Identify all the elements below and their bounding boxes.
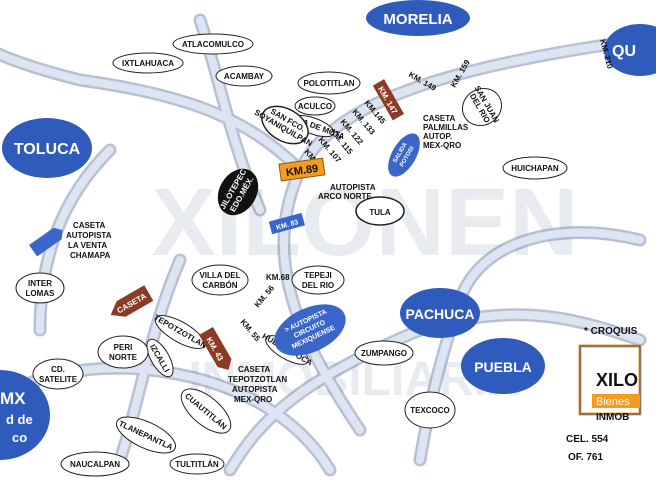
chamapa-marker <box>29 227 63 257</box>
town-acambay: ACAMBAY <box>215 65 273 87</box>
town-satelite-line2: SATELITE <box>39 375 78 384</box>
palmillas-line1: CASETA <box>423 114 456 123</box>
town-aculco-label: ACULCO <box>298 102 332 111</box>
town-peri-norte: PERI NORTE <box>97 335 149 369</box>
caseta-arrow: CASETA <box>110 285 154 317</box>
town-peri-line2: NORTE <box>109 353 138 362</box>
city-queretaro: QU <box>604 24 656 76</box>
km-56: KM. 56 <box>253 283 277 309</box>
city-puebla-label: PUEBLA <box>474 359 532 375</box>
palmillas-line4: MEX-QRO <box>423 141 461 150</box>
palmillas-line3: AUTOP. <box>423 132 452 141</box>
contact-card-graphic: * CROQUIS XILO Bienes INMOB CEL. 554 OF.… <box>566 326 642 463</box>
town-naucalpan-label: NAUCALPAN <box>70 460 120 469</box>
town-tepeji: TEPEJI DEL RIO <box>291 265 345 295</box>
town-peri-line1: PERI <box>114 343 133 352</box>
tepotz-line2: TEPOTZOTLAN <box>228 375 287 384</box>
town-satelite-line1: CD. <box>51 365 65 374</box>
town-tlanepantla: TLANEPANTLA <box>115 416 177 454</box>
town-texcoco-label: TEXCOCO <box>410 406 450 415</box>
exit-potosi: SALIDA POTOSI <box>388 133 420 177</box>
km-55: KM. 55 <box>238 318 262 344</box>
city-morelia: MORELIA <box>366 0 470 36</box>
town-villa-line1: VILLA DEL <box>199 271 240 280</box>
town-atlacomulco-label: ATLACOMULCO <box>182 40 244 49</box>
city-cdmx-line1: MX <box>0 389 26 408</box>
city-toluca: TOLUCA <box>2 118 92 178</box>
note-arco-norte: AUTOPISTA ARCO NORTE <box>318 183 376 201</box>
city-toluca-label: TOLUCA <box>14 141 81 158</box>
town-zumpango: ZUMPANGO <box>354 340 414 366</box>
circuito-mexiquense: > AUTOPISTA CIRCUITO MEXIQUENSE <box>274 304 346 356</box>
town-tula-label: TULA <box>369 208 391 217</box>
city-pachuca-label: PACHUCA <box>406 306 475 322</box>
km-89: KM.89 <box>285 163 319 179</box>
town-tepeji-line1: TEPEJI <box>304 271 332 280</box>
note-chamapa: CASETA AUTOPISTA LA VENTA CHAMAPA <box>66 221 112 260</box>
chamapa-line1: CASETA <box>73 221 106 230</box>
card-of: OF. 761 <box>568 452 603 463</box>
tepotz-line3: AUTOPISTA <box>232 385 278 394</box>
town-huichapan: HUICHAPAN <box>502 156 568 180</box>
tepotz-line1: CASETA <box>238 365 271 374</box>
city-queretaro-label: QU <box>612 43 636 60</box>
city-puebla: PUEBLA <box>461 338 545 394</box>
logo-bienes: Bienes <box>596 396 630 408</box>
town-inter-line1: INTER <box>28 279 52 288</box>
town-tultitlan: TULTITLÁN <box>169 453 225 475</box>
town-inter-line2: LOMAS <box>26 289 56 298</box>
city-cdmx-line3: co <box>12 430 27 445</box>
city-morelia-label: MORELIA <box>383 11 452 28</box>
chamapa-line3: LA VENTA <box>68 241 107 250</box>
town-inter-lomas: INTER LOMAS <box>15 272 65 304</box>
town-ixtlahuaca-label: IXTLAHUACA <box>122 59 174 68</box>
logo-text: XILO <box>596 370 638 390</box>
palmillas-line2: PALMILLAS <box>423 123 469 132</box>
city-cdmx: MX d de co <box>0 370 50 460</box>
town-zumpango-label: ZUMPANGO <box>361 349 407 358</box>
town-aculco: ACULCO <box>294 96 336 116</box>
note-palmillas: CASETA PALMILLAS AUTOP. MEX-QRO <box>423 114 469 150</box>
logo-inmo: INMOB <box>596 412 629 423</box>
town-huichapan-label: HUICHAPAN <box>511 164 559 173</box>
arco-line1: AUTOPISTA <box>330 183 376 192</box>
town-polotitlan-label: POLOTITLAN <box>303 79 354 88</box>
town-villa-line2: CARBÓN <box>202 281 237 290</box>
arco-line2: ARCO NORTE <box>318 192 372 201</box>
city-pachuca: PACHUCA <box>400 288 480 338</box>
town-naucalpan: NAUCALPAN <box>60 451 130 477</box>
town-ixtlahuaca: IXTLAHUACA <box>112 52 184 74</box>
town-villa-carbon: VILLA DEL CARBÓN <box>191 264 249 296</box>
city-cdmx-line2: d de <box>6 412 33 427</box>
town-san-juan: SAN JUAN DEL RIO <box>461 84 503 127</box>
tepotz-line4: MEX-QRO <box>234 395 272 404</box>
chamapa-line2: AUTOPISTA <box>66 231 112 240</box>
note-tepotzotlan: CASETA TEPOTZOTLAN AUTOPISTA MEX-QRO <box>228 365 287 404</box>
km-89-badge: KM.89 <box>278 157 326 182</box>
town-satelite: CD. SATELITE <box>32 358 84 390</box>
town-atlacomulco: ATLACOMULCO <box>172 33 254 55</box>
town-tultitlan-label: TULTITLÁN <box>175 460 219 469</box>
town-acambay-label: ACAMBAY <box>224 72 265 81</box>
contact-card: * CROQUIS XILO Bienes INMOB CEL. 554 OF.… <box>566 320 656 470</box>
km-68: KM.68 <box>266 273 290 282</box>
town-tula: TULA <box>355 196 405 226</box>
chamapa-line4: CHAMAPA <box>70 251 111 260</box>
town-polotitlan: POLOTITLAN <box>297 71 361 95</box>
card-cel: CEL. 554 <box>566 434 609 445</box>
croquis-label: * CROQUIS <box>584 326 638 337</box>
town-texcoco: TEXCOCO <box>404 391 456 429</box>
town-tepeji-line2: DEL RIO <box>302 281 334 290</box>
